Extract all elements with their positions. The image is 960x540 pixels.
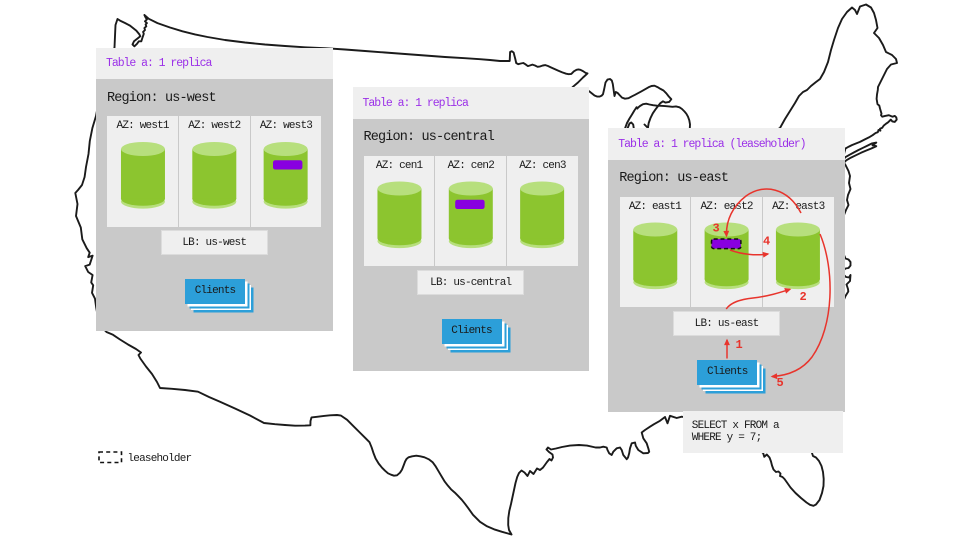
svg-text:4: 4 bbox=[763, 235, 770, 249]
svg-text:2: 2 bbox=[800, 290, 807, 304]
svg-text:3: 3 bbox=[713, 222, 720, 236]
svg-text:1: 1 bbox=[736, 338, 743, 352]
svg-text:5: 5 bbox=[777, 376, 784, 390]
